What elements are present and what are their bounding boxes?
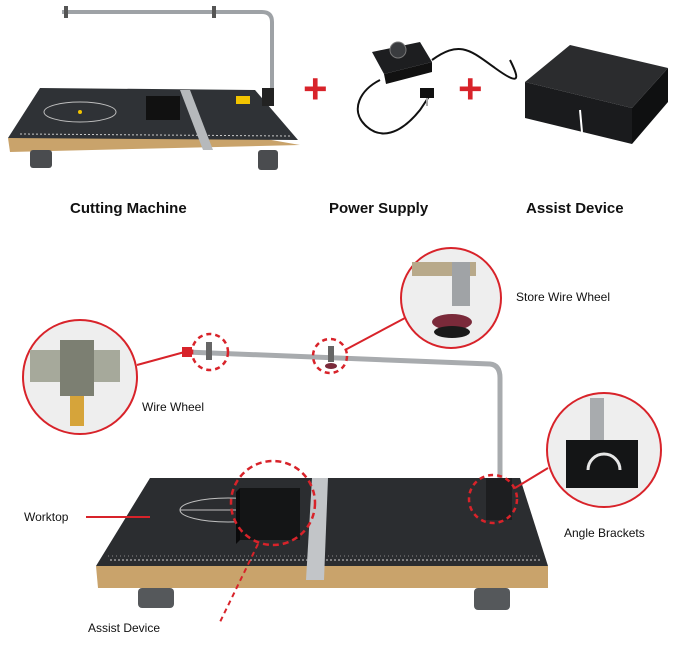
callout-worktop: Worktop <box>24 510 69 524</box>
assist-device-marker <box>229 459 317 547</box>
callout-store-wire-wheel: Store Wire Wheel <box>516 290 611 304</box>
angle-bracket-leader <box>514 467 549 489</box>
caption-assist-device: Assist Device <box>526 200 624 217</box>
plus-sign-2: + <box>458 65 483 112</box>
cutting-machine-image <box>8 6 300 170</box>
angle-bracket-marker <box>467 473 519 525</box>
plus-sign-1: + <box>303 65 328 112</box>
assist-device-image <box>525 45 668 144</box>
caption-power-supply: Power Supply <box>329 200 429 217</box>
callout-angle-brackets: Angle Brackets <box>564 526 645 540</box>
angle-brackets-zoom <box>546 392 662 508</box>
wire-wheel-zoom <box>22 319 138 435</box>
caption-cutting-machine: Cutting Machine <box>70 200 187 217</box>
assist-device-leader <box>219 543 259 623</box>
wire-wheel-leader <box>136 349 193 366</box>
store-wheel-leader <box>344 317 406 351</box>
power-supply-image <box>356 41 518 135</box>
callout-wire-wheel: Wire Wheel <box>142 400 205 414</box>
store-wire-wheel-zoom <box>400 247 502 349</box>
callout-assist-device: Assist Device <box>88 621 161 635</box>
cutting-machine-detail-image <box>96 342 548 610</box>
store-wheel-marker <box>311 337 349 375</box>
wire-wheel-marker <box>190 332 230 372</box>
